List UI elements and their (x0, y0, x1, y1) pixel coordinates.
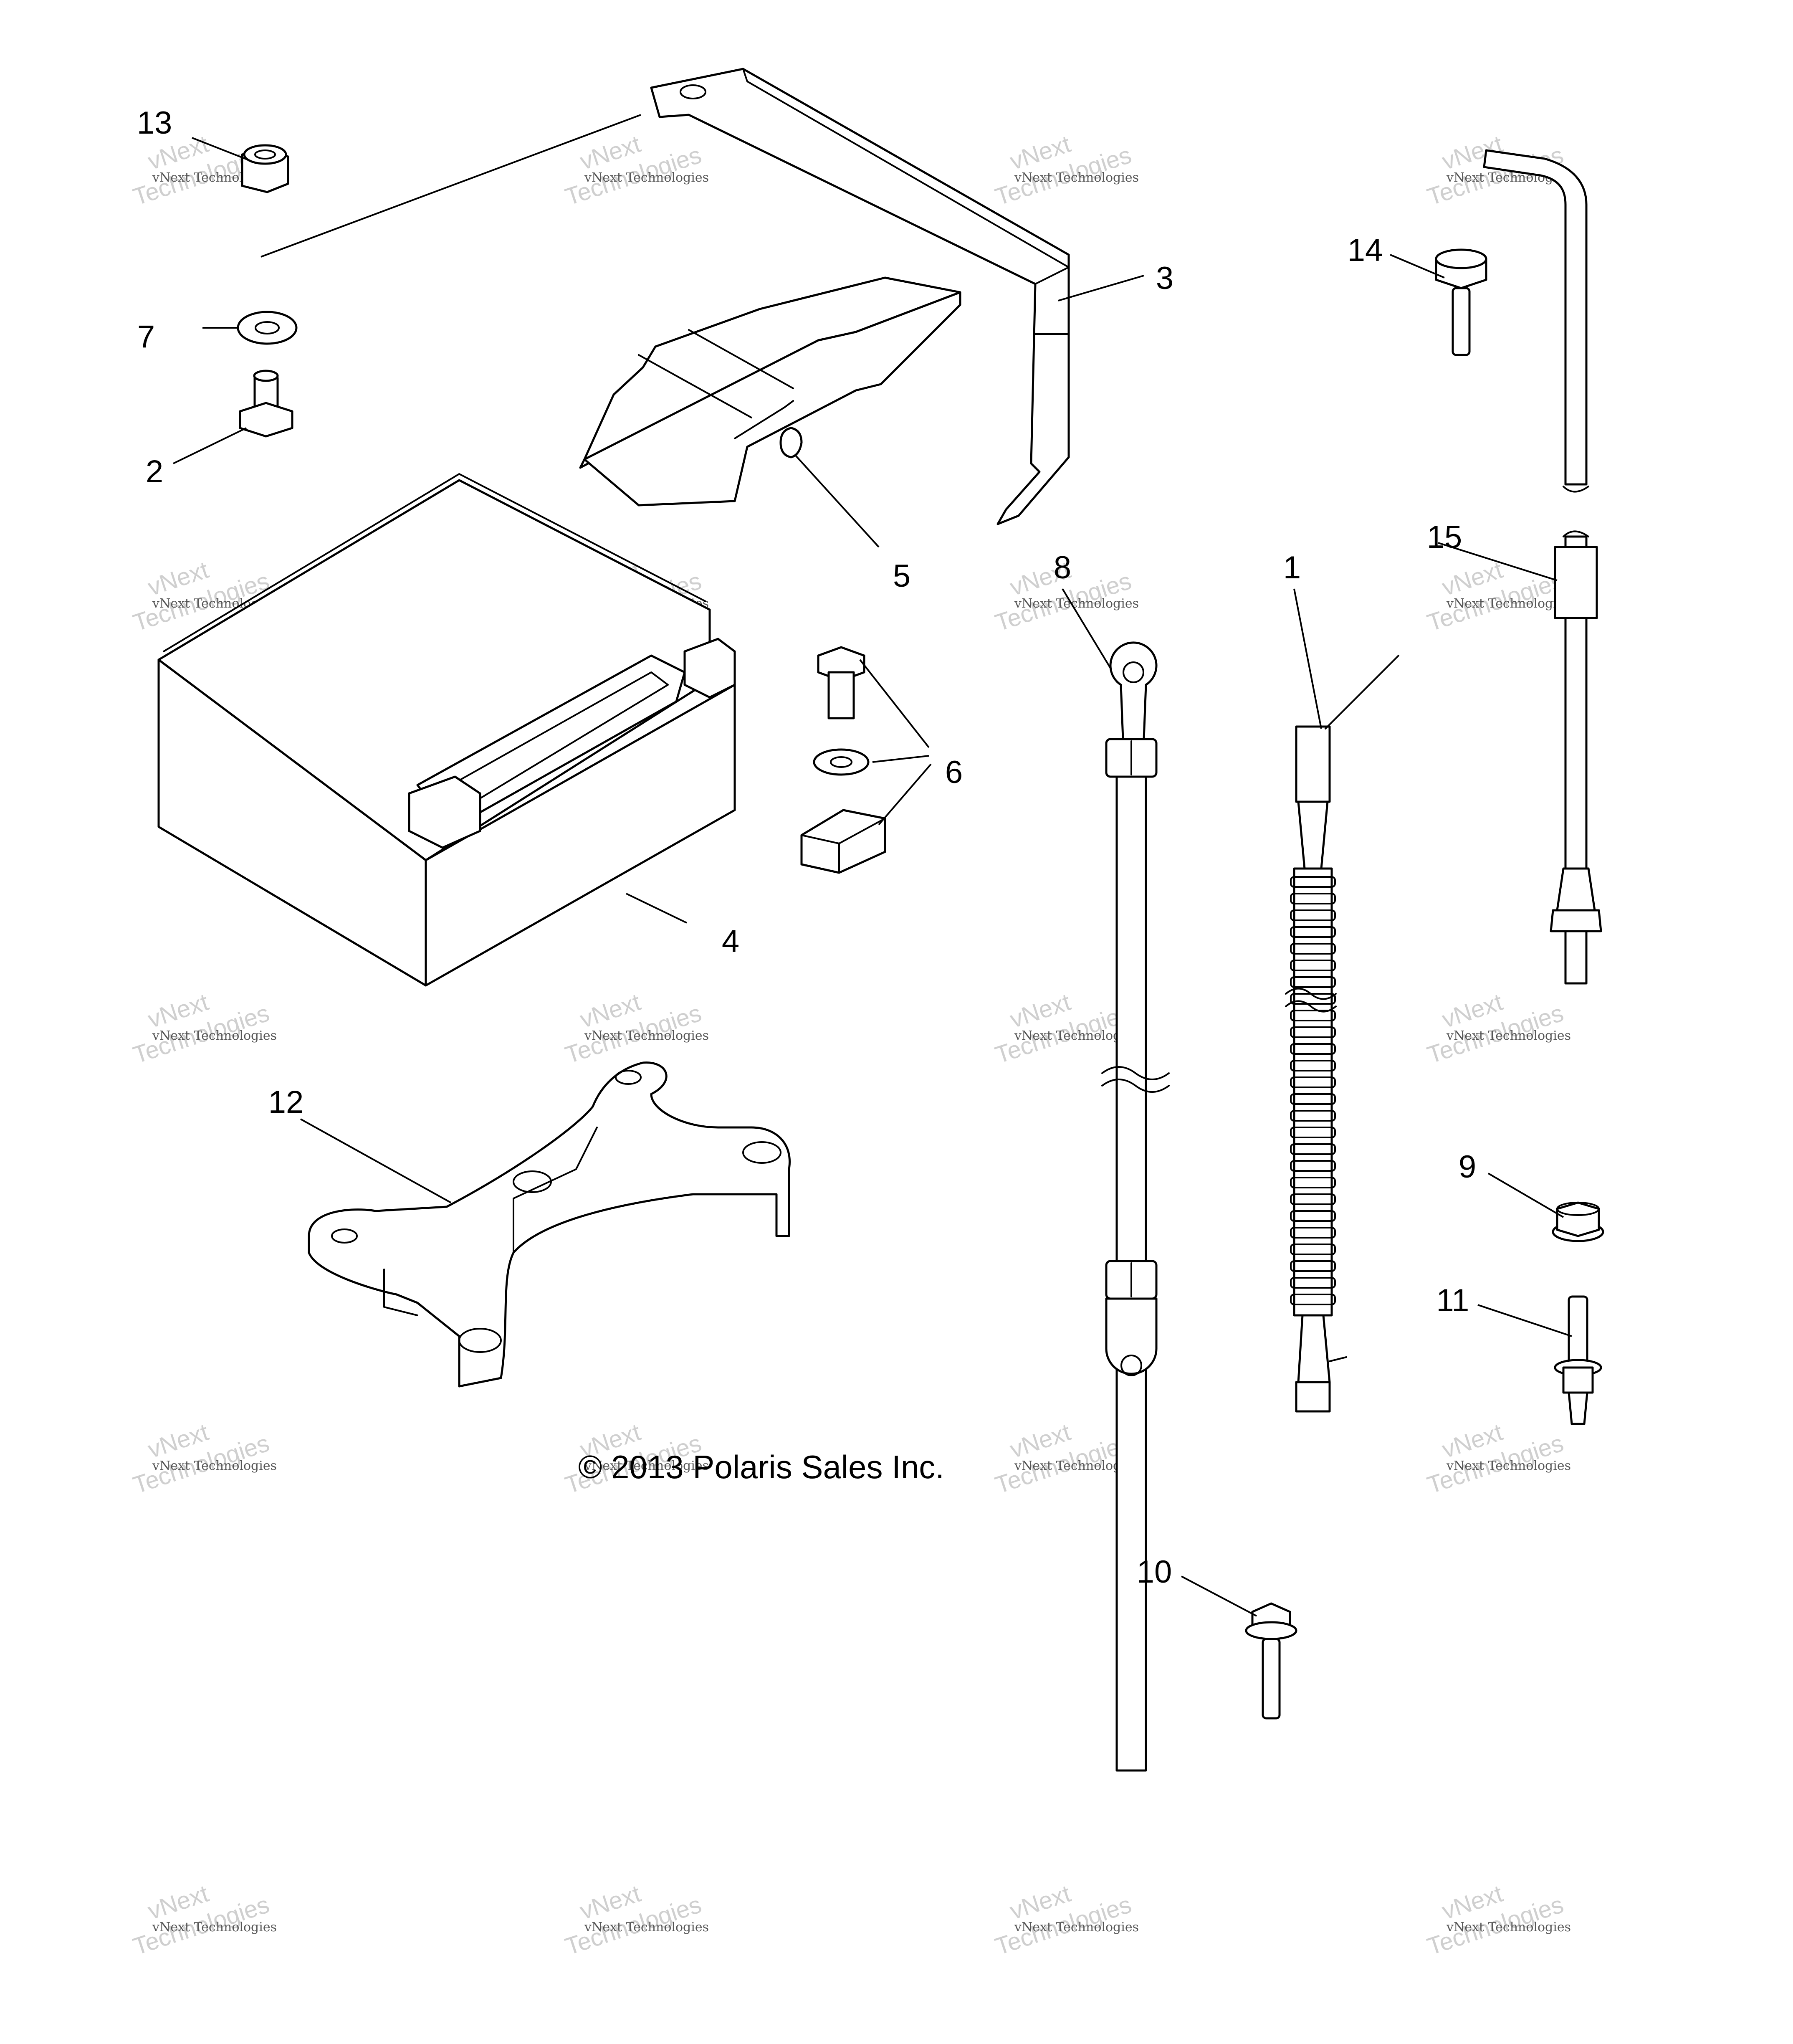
callout-labels: 13 7 2 3 5 4 6 12 8 1 15 14 9 11 10 (137, 105, 1476, 1590)
corrugation-ring (1290, 1026, 1336, 1038)
corrugation-ring (1290, 1060, 1336, 1071)
part-10-bolt (1245, 1602, 1297, 1720)
watermark-small: vNext Technologies (1014, 596, 1139, 611)
corrugation-ring (1290, 1193, 1336, 1205)
callout-13: 13 (137, 105, 172, 141)
corrugation-ring (1290, 1093, 1336, 1105)
corrugation-ring (1290, 960, 1336, 971)
corrugation-ring (1290, 876, 1336, 888)
part-14-bolt (1435, 248, 1487, 356)
corrugation-ring (1290, 943, 1336, 955)
corrugation-ring (1290, 1043, 1336, 1055)
corrugation-ring (1290, 1210, 1336, 1222)
watermark-small: vNext Technologies (584, 170, 709, 185)
watermark-small: vNext Technologies (584, 1459, 709, 1473)
part-9-nut (1552, 1201, 1604, 1242)
corrugation-ring (1290, 893, 1336, 904)
part-3-bracket (260, 68, 1070, 525)
corrugation-ring (1290, 1143, 1336, 1155)
part-12-battery-tray (308, 1061, 791, 1388)
callout-12: 12 (268, 1084, 304, 1120)
part-6-terminal-hardware (800, 646, 886, 874)
part-1-harness (1285, 655, 1399, 1413)
part-8-cable (1101, 641, 1170, 1772)
watermark-small: vNext Technologies (1014, 1920, 1139, 1935)
part-13-nut (241, 144, 289, 193)
callout-15: 15 (1427, 519, 1462, 555)
callout-3: 3 (1156, 261, 1173, 296)
callout-6: 6 (945, 755, 963, 790)
callout-2: 2 (146, 454, 163, 489)
watermark-small: vNext Technologies (1446, 596, 1571, 611)
part-11-stud (1554, 1295, 1602, 1425)
corrugation-ring (1290, 1110, 1336, 1122)
callout-5: 5 (893, 558, 910, 594)
corrugation-ring (1290, 993, 1336, 1005)
callout-11: 11 (1436, 1283, 1469, 1318)
leader-lines (173, 137, 1572, 1617)
watermark-small: vNext Technologies (1446, 1459, 1571, 1473)
part-2-bolt (239, 370, 293, 438)
watermark-small: vNext Technologies (584, 1028, 709, 1043)
part-4-battery (157, 473, 736, 987)
watermark-small: vNext Technologies (1446, 1028, 1571, 1043)
callout-14: 14 (1348, 233, 1383, 268)
watermark-small: vNext Technologies (1014, 170, 1139, 185)
corrugation-ring (1290, 976, 1336, 988)
corrugation-ring (1290, 909, 1336, 921)
corrugation-ring (1290, 1160, 1336, 1172)
corrugation-ring (1290, 1277, 1336, 1289)
callout-7: 7 (137, 319, 155, 355)
corrugation-ring (1290, 1177, 1336, 1188)
part-5-cover-pad (579, 276, 961, 507)
corrugation-ring (1290, 1294, 1336, 1305)
callout-4: 4 (722, 924, 739, 959)
corrugation-ring (1290, 1244, 1336, 1255)
watermark-small: vNext Technologies (152, 1028, 277, 1043)
watermark-small: vNext Technologies (152, 1920, 277, 1935)
corrugation-ring (1290, 1227, 1336, 1239)
watermark-small: vNext Technologies (152, 1459, 277, 1473)
callout-10: 10 (1137, 1554, 1172, 1590)
corrugation-ring (1290, 1127, 1336, 1138)
callout-8: 8 (1054, 550, 1071, 585)
corrugation-ring (1290, 926, 1336, 938)
callout-1: 1 (1283, 550, 1301, 585)
copyright-notice: © 2013 Polaris Sales Inc. (578, 1449, 944, 1485)
callout-9: 9 (1459, 1149, 1476, 1185)
corrugation-ring (1290, 1260, 1336, 1272)
watermark-small: vNext Technologies (1446, 1920, 1571, 1935)
corrugation-ring (1290, 1076, 1336, 1088)
part-7-washer (237, 311, 298, 345)
watermark-small: vNext Technologies (584, 1920, 709, 1935)
corrugation-ring (1290, 1010, 1336, 1021)
part-15-cable (1483, 149, 1602, 985)
